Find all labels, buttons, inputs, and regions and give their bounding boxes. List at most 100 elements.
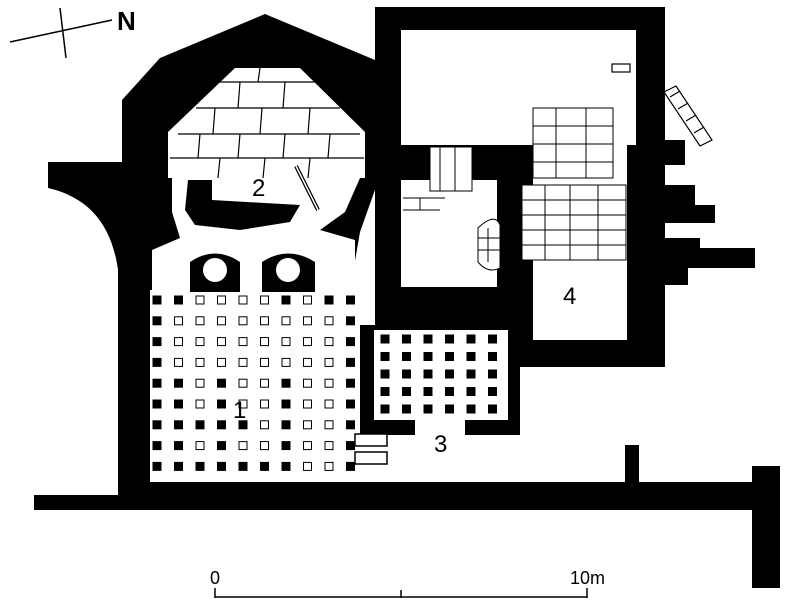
pila bbox=[238, 295, 248, 305]
pila bbox=[152, 461, 162, 471]
pila bbox=[324, 461, 334, 471]
pila bbox=[217, 295, 226, 305]
pila bbox=[217, 461, 226, 471]
pila bbox=[466, 352, 476, 361]
pila bbox=[260, 295, 269, 305]
pila bbox=[217, 337, 226, 347]
pila bbox=[402, 369, 411, 379]
pila bbox=[217, 441, 226, 451]
pila bbox=[303, 337, 312, 347]
pila bbox=[217, 357, 226, 367]
pila bbox=[174, 337, 183, 347]
pila bbox=[402, 387, 411, 396]
pila bbox=[238, 357, 248, 367]
pila bbox=[174, 420, 183, 430]
pila bbox=[303, 461, 312, 471]
pila bbox=[346, 420, 355, 430]
pila bbox=[281, 295, 291, 305]
pila bbox=[281, 316, 291, 326]
pila bbox=[488, 387, 497, 396]
central-room-masonry bbox=[403, 146, 501, 271]
pila bbox=[380, 369, 390, 379]
pila bbox=[445, 404, 454, 414]
pila bbox=[152, 316, 162, 326]
pila bbox=[445, 369, 454, 379]
pila bbox=[174, 461, 183, 471]
north-arrow: N bbox=[9, 6, 136, 59]
pila bbox=[152, 357, 162, 367]
pila bbox=[174, 357, 183, 367]
pila bbox=[195, 295, 205, 305]
wall-fragment bbox=[663, 85, 713, 147]
room-label-2: 2 bbox=[252, 175, 265, 202]
pila bbox=[303, 399, 312, 409]
room-1-pilae bbox=[152, 295, 355, 471]
pila bbox=[346, 316, 355, 326]
pila bbox=[238, 399, 248, 409]
pila bbox=[174, 295, 183, 305]
pila bbox=[217, 316, 226, 326]
pila bbox=[281, 420, 291, 430]
pila bbox=[423, 369, 433, 379]
pila bbox=[303, 441, 312, 451]
pila bbox=[466, 334, 476, 344]
room-label-3: 3 bbox=[434, 431, 447, 458]
pila bbox=[195, 441, 205, 451]
pila bbox=[260, 357, 269, 367]
pila bbox=[152, 337, 162, 347]
pila bbox=[303, 378, 312, 388]
room-3-pilae bbox=[380, 334, 497, 414]
pila bbox=[238, 420, 248, 430]
pila bbox=[324, 295, 334, 305]
pila bbox=[260, 420, 269, 430]
pila bbox=[238, 378, 248, 388]
room-2-channel bbox=[185, 180, 300, 230]
pila bbox=[423, 334, 433, 344]
pila bbox=[324, 357, 334, 367]
pila bbox=[402, 404, 411, 414]
pila bbox=[217, 399, 226, 409]
pila bbox=[303, 357, 312, 367]
pila bbox=[281, 337, 291, 347]
pila bbox=[260, 316, 269, 326]
pila bbox=[174, 378, 183, 388]
pila bbox=[152, 399, 162, 409]
pila bbox=[238, 316, 248, 326]
pila bbox=[488, 404, 497, 414]
room-4-masonry bbox=[521, 107, 627, 261]
pila bbox=[174, 399, 183, 409]
pila bbox=[303, 420, 312, 430]
pila bbox=[303, 316, 312, 326]
pila bbox=[402, 352, 411, 361]
pila bbox=[346, 337, 355, 347]
pila bbox=[346, 295, 355, 305]
pila bbox=[195, 420, 205, 430]
apse-niches bbox=[190, 253, 315, 292]
pila bbox=[466, 404, 476, 414]
pila bbox=[324, 337, 334, 347]
pila bbox=[195, 399, 205, 409]
pila bbox=[423, 404, 433, 414]
pila bbox=[195, 357, 205, 367]
pila bbox=[380, 352, 390, 361]
pila bbox=[324, 316, 334, 326]
pila bbox=[445, 387, 454, 396]
pila bbox=[423, 352, 433, 361]
pila bbox=[238, 441, 248, 451]
pila bbox=[174, 316, 183, 326]
pila bbox=[488, 334, 497, 344]
pila bbox=[281, 441, 291, 451]
scale-bar: 0 10m bbox=[210, 568, 605, 598]
pila bbox=[346, 441, 355, 451]
pila bbox=[380, 404, 390, 414]
pila bbox=[281, 399, 291, 409]
pila bbox=[152, 441, 162, 451]
pila bbox=[281, 357, 291, 367]
pila bbox=[238, 337, 248, 347]
pila bbox=[324, 441, 334, 451]
pila bbox=[488, 369, 497, 379]
pila bbox=[346, 378, 355, 388]
pila bbox=[152, 378, 162, 388]
pila bbox=[260, 461, 269, 471]
scale-end-label: 10m bbox=[570, 568, 605, 588]
